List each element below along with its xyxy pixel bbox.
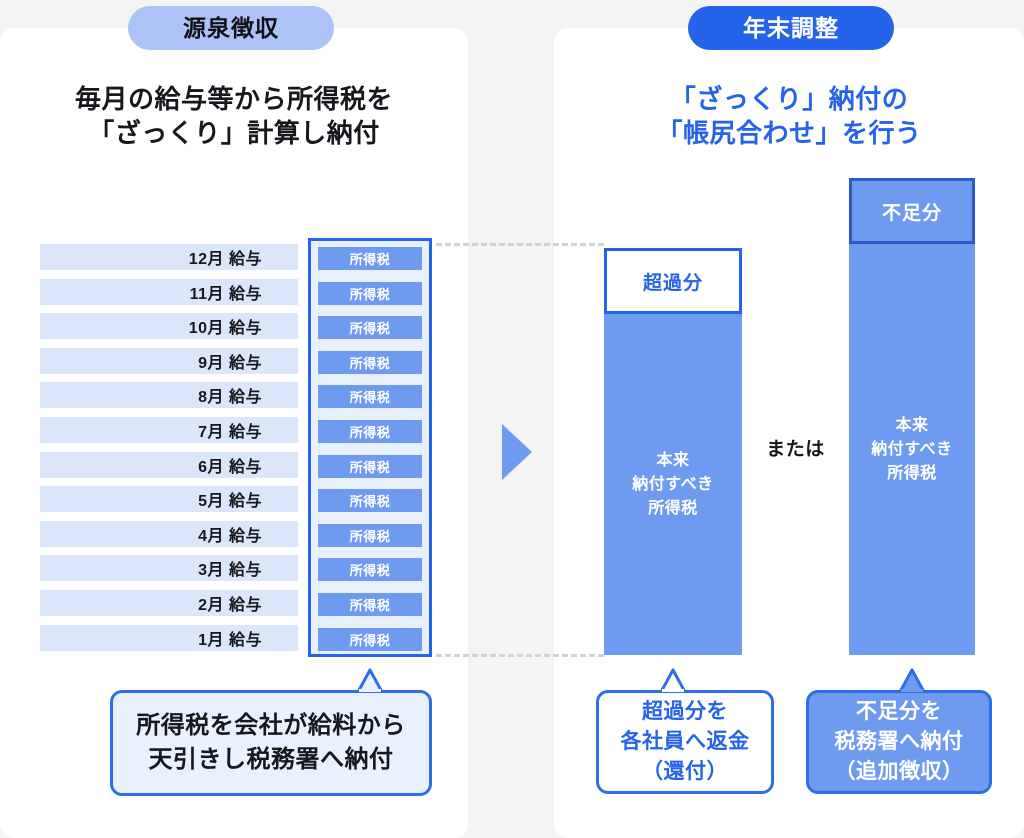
callout-tail-withholding (356, 668, 384, 692)
income-tax-chip: 所得税 (318, 627, 422, 651)
bar-body-proper-tax-shortfall: 本来 納付すべき 所得税 (849, 244, 975, 655)
bar-body-proper-tax-overpayment: 本来 納付すべき 所得税 (604, 314, 742, 655)
bar-cap-shortfall: 不足分 (849, 178, 975, 244)
flow-arrow-icon (502, 424, 532, 480)
callout-additional-collection: 不足分を 税務署へ納付 （追加徴収） (806, 690, 992, 794)
month-salary-row: 12月 給与 (40, 244, 298, 270)
month-salary-row: 9月 給与 (40, 347, 298, 374)
month-salary-row: 6月 給与 (40, 451, 298, 478)
or-label: または (766, 439, 825, 460)
income-tax-chip: 所得税 (318, 419, 422, 443)
income-tax-column: 所得税所得税所得税所得税所得税所得税所得税所得税所得税所得税所得税所得税 (308, 238, 432, 657)
month-salary-row: 2月 給与 (40, 589, 298, 616)
callout-refund: 超過分を 各社員へ返金 （還付） (596, 690, 774, 794)
callout-tail-additional-collection (898, 668, 926, 692)
income-tax-chip: 所得税 (318, 558, 422, 582)
bar-cap-overpayment: 超過分 (604, 248, 742, 314)
monthly-salary-list: 12月 給与 11月 給与 10月 給与 9月 給与 8月 給与 7月 給与 6月 給与 5月… (40, 244, 298, 659)
income-tax-chip: 所得税 (318, 350, 422, 374)
year-end-adjustment-panel-title: 「ざっくり」納付の 「帳尻合わせ」を行う (656, 84, 922, 149)
guide-line-bottom (436, 654, 604, 657)
month-salary-row: 3月 給与 (40, 555, 298, 582)
withholding-panel-title: 毎月の給与等から所得税を 「ざっくり」計算し納付 (74, 84, 393, 149)
bar-shortfall: 不足分 本来 納付すべき 所得税 (849, 178, 975, 655)
month-salary-row: 4月 給与 (40, 520, 298, 547)
month-salary-row: 11月 給与 (40, 278, 298, 305)
month-salary-row: 5月 給与 (40, 486, 298, 513)
month-salary-row: 7月 給与 (40, 416, 298, 443)
callout-tail-refund (659, 668, 687, 692)
income-tax-chip: 所得税 (318, 489, 422, 513)
callout-withholding: 所得税を会社が給料から 天引きし税務署へ納付 (110, 690, 432, 796)
income-tax-chip: 所得税 (318, 592, 422, 616)
income-tax-chip: 所得税 (318, 316, 422, 340)
badge-withholding: 源泉徴収 (128, 6, 334, 50)
month-salary-row: 8月 給与 (40, 382, 298, 409)
month-salary-row: 10月 給与 (40, 313, 298, 340)
month-salary-row: 1月 給与 (40, 624, 298, 651)
badge-year-end-adjustment: 年末調整 (688, 6, 894, 50)
bar-overpayment: 超過分 本来 納付すべき 所得税 (604, 248, 742, 655)
income-tax-chip: 所得税 (318, 454, 422, 478)
income-tax-chip: 所得税 (318, 281, 422, 305)
guide-line-top (436, 243, 604, 246)
income-tax-chip: 所得税 (318, 523, 422, 547)
income-tax-chip: 所得税 (318, 247, 422, 270)
income-tax-chip: 所得税 (318, 385, 422, 409)
